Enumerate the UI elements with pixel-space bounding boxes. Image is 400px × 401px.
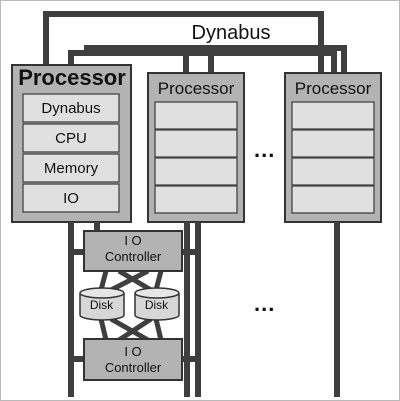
ellipsis-processors: ... bbox=[254, 137, 276, 162]
io-controller-1: I O Controller bbox=[84, 233, 182, 265]
io-controller-2-line1: I O bbox=[124, 344, 142, 359]
slot-dynabus: Dynabus bbox=[41, 99, 101, 117]
disk-links bbox=[98, 268, 164, 343]
slot-cpu: CPU bbox=[55, 129, 87, 147]
ellipsis-io: ... bbox=[254, 291, 276, 316]
io-controller-1-line1: I O bbox=[124, 233, 142, 248]
dynabus-inner-line-a bbox=[68, 50, 337, 73]
dynabus-outer-line bbox=[43, 11, 324, 73]
slot-box-dynabus bbox=[22, 93, 120, 123]
dynabus-label: Dynabus bbox=[191, 22, 271, 44]
slot-memory: Memory bbox=[43, 159, 99, 177]
io-controller-box-1 bbox=[83, 230, 183, 272]
io-controller-1-line2: Controller bbox=[104, 249, 162, 264]
slot-box-io bbox=[22, 183, 120, 213]
dynabus-lines bbox=[43, 11, 347, 73]
processor-1-title: Processor bbox=[18, 65, 126, 90]
disk-1-label: Disk bbox=[89, 298, 114, 312]
io-controller-2: I O Controller bbox=[84, 344, 182, 376]
io-controller-2-line2: Controller bbox=[104, 360, 162, 375]
slot-box-cpu bbox=[22, 123, 120, 153]
io-bus-lines bbox=[68, 222, 340, 397]
processor-3-title: Processor bbox=[294, 79, 372, 98]
dynabus-inner-line-b bbox=[84, 45, 347, 73]
io-controller-box-2 bbox=[83, 338, 183, 381]
slot-box-memory bbox=[22, 153, 120, 183]
disk-2-label: Disk bbox=[144, 298, 169, 312]
slot-io: IO bbox=[63, 189, 79, 207]
processor-2-title: Processor bbox=[157, 79, 235, 98]
disk-shapes bbox=[79, 287, 180, 321]
